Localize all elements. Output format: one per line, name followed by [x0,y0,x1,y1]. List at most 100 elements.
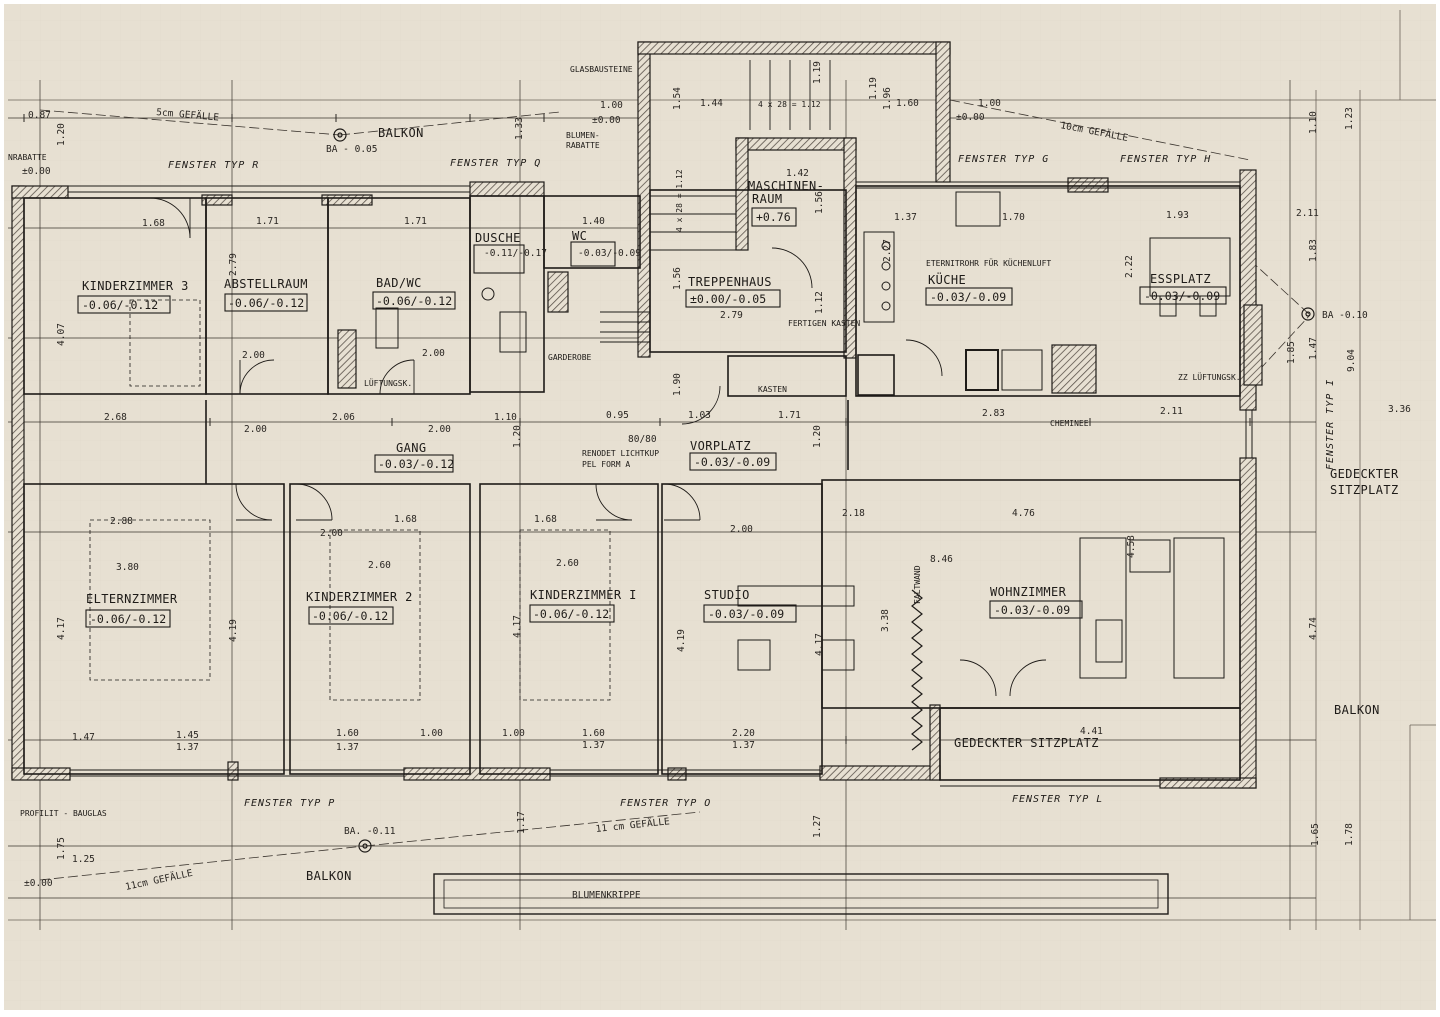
dim-studio-depth-b: 4.17 [814,633,825,656]
dim-stair-h: 1.56 [672,267,683,290]
dim-right-b: 1.23 [1344,107,1355,130]
note-nischen: FERTIGEN KASTEN [788,319,860,328]
dim-wohnzimmer-width: 4.76 [1012,508,1035,519]
dimension-labels: 2.68 2.06 2.83 2.11 3.36 2.88 3.80 2.60 … [28,61,1411,865]
dim-kinderzimmer1-depth: 4.17 [512,615,523,638]
dim-right-c: 1.10 [1308,111,1319,134]
dim-kind1-a: 1.68 [534,514,557,525]
window-type-i: FENSTER TYP I [1325,379,1336,470]
note-faltwand: FALTWAND [913,565,922,604]
balkon-right-ba: BA -0.10 [1322,310,1368,321]
dim-abstell-width: 1.71 [256,216,279,227]
balcony-drains [333,128,1315,853]
dim-balkon-mid-b: 1.17 [516,811,527,834]
furniture-outlines [89,299,611,701]
dim-door-a: 2.00 [242,350,265,361]
folding-wall [911,589,923,751]
dim-stair-b: 1.60 [896,98,919,109]
window-type-q: FENSTER TYP Q [450,158,541,169]
planter-box-inner [443,879,1159,909]
window-type-g: FENSTER TYP G [958,154,1049,165]
dim-kueche-width: 2.83 [982,408,1005,419]
kitchen-fixtures [375,191,1231,679]
level-vorplatz: -0.03/-0.09 [694,455,770,469]
note-cheminee: CHEMINEE [1050,419,1089,428]
dim-top-a: 1.00 [600,100,623,111]
dim-overall-width: 8.46 [930,554,953,565]
room-maschinenraum-2: RAUM [752,192,783,206]
window-type-h: FENSTER TYP H [1120,154,1211,165]
room-dusche: DUSCHE [475,231,521,245]
paper-grid [4,4,1436,1010]
room-labels: KINDERZIMMER 3 -0.06/-0.12 ABSTELLRAUM -… [82,179,1220,626]
dim-right-d: 1.47 [1308,337,1319,360]
dim-balkon-depth: 4.74 [1308,617,1319,640]
dim-studio-width: 2.18 [842,508,865,519]
dim-window-3: 1.60 [582,728,605,739]
dim-stair-e: 1.19 [868,77,879,100]
dim-stair-g: 1.54 [672,87,683,110]
door-swings [149,197,1047,697]
dim-vorplatz-a: 1.71 [778,410,801,421]
dim-right-width: 3.36 [1388,404,1411,415]
dim-right-depth: 9.04 [1346,349,1357,372]
dim-kinderzimmer1-width: 2.60 [556,558,579,569]
window-lines [68,181,1253,787]
room-kinderzimmer-2: KINDERZIMMER 2 [306,590,413,604]
plan-notes: GEDECKTER SITZPLATZ GEDECKTER SITZPLATZ … [8,65,1399,901]
dim-wall-a: 1.00 [420,728,443,739]
window-type-l: FENSTER TYP L [1012,794,1103,805]
dim-vorplatz-depth: 1.20 [812,425,823,448]
dim-kinderzimmer-width: 2.68 [104,412,127,423]
balkon-bottom-ba: BA. -0.11 [344,826,396,837]
dim-window-1: 1.45 [176,730,199,741]
room-abstellraum: ABSTELLRAUM [224,277,308,291]
room-vorplatz: VORPLATZ [690,439,751,453]
dim-essplatz-width: 2.11 [1160,406,1183,417]
window-type-r: FENSTER TYP R [168,160,259,171]
dim-window-2: 1.60 [336,728,359,739]
level-gang: -0.03/-0.12 [378,457,454,471]
dim-stair-a: 1.44 [700,98,723,109]
note-zero-top-1: ±0.00 [592,115,621,126]
dim-stair-f: 1.12 [814,291,825,314]
planter-box [433,873,1169,915]
room-gang: GANG [396,441,427,455]
dim-door-b: 2.00 [422,348,445,359]
dim-kind3-a: 1.68 [142,218,165,229]
note-lichtkuppel-1: RENODET LICHTKUP [582,449,659,458]
level-wc: -0.03/-0.09 [578,248,641,259]
dim-gang-depth: 1.20 [512,425,523,448]
dim-studio-depth-a: 4.19 [676,629,687,652]
slope-labels: 5cm GEFÄLLE 10cm GEFÄLLE 11 cm GEFÄLLE 1… [124,107,1129,893]
dim-wc-width: 1.40 [582,216,605,227]
note-lueftungsk: LÜFTUNGSK. [364,378,412,388]
dim-left-b: 1.33 [514,117,525,140]
level-kinderzimmer-3: -0.06/-0.12 [82,298,158,312]
level-studio: -0.03/-0.09 [708,607,784,621]
dim-left-a: 1.20 [56,123,67,146]
note-profilit: PROFILIT - BAUGLAS [20,809,107,818]
note-sitzplatz: SITZPLATZ [1330,483,1399,497]
dim-treppen-width: 2.79 [720,310,743,321]
dim-window-4: 2.20 [732,728,755,739]
level-kinderzimmer-1: -0.06/-0.12 [533,607,609,621]
dim-stair-i: 1.90 [672,373,683,396]
dim-top-left: 0.87 [28,110,51,121]
level-treppenhaus: ±0.00/-0.05 [690,292,766,306]
dim-right-e: 1.85 [1286,341,1297,364]
dim-essplatz-a: 1.93 [1166,210,1189,221]
dim-abstell-depth: 2.79 [228,253,239,276]
note-lichtkuppel-2: PEL FORM A [582,460,630,469]
dim-kueche-depth: 2.27 [882,239,893,262]
note-stairs-side: 4 x 28 = 1.12 [675,169,684,232]
level-essplatz: -0.03/-0.09 [1144,289,1220,303]
interior-walls [23,185,1241,781]
window-type-o: FENSTER TYP O [620,798,711,809]
dim-balkon-right-b: 1.78 [1344,823,1355,846]
room-kueche: KÜCHE [928,271,966,287]
room-wohnzimmer: WOHNZIMMER [990,585,1067,599]
window-type-labels: FENSTER TYP R FENSTER TYP Q FENSTER TYP … [168,154,1336,809]
note-lichtkuppel-size: 80/80 [628,434,657,445]
